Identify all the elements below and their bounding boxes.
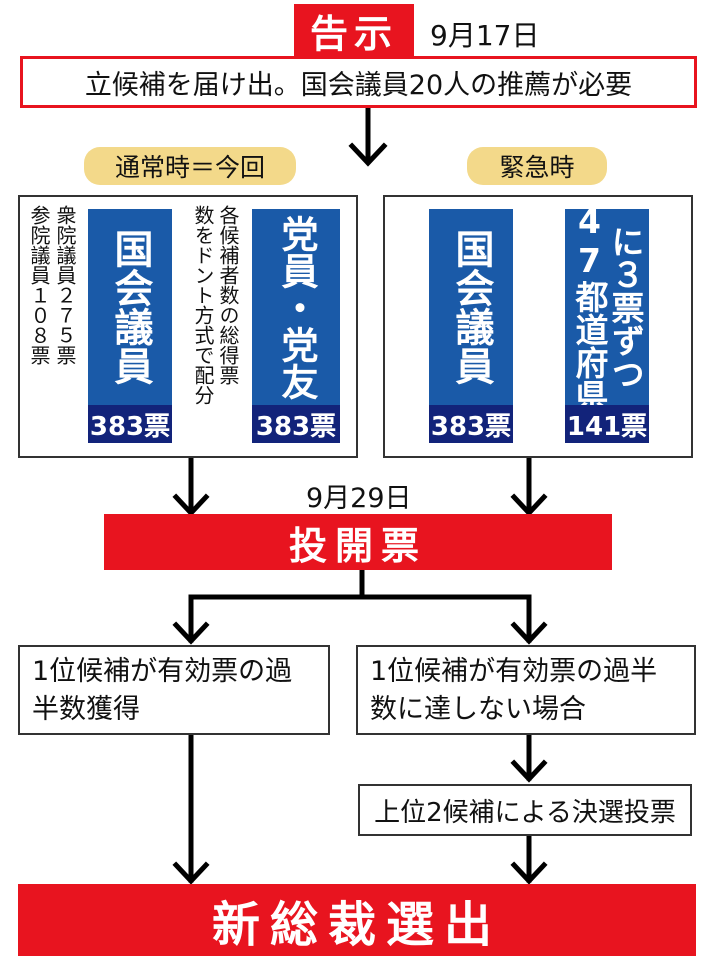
notice-date: 9月17日 <box>430 19 540 52</box>
prefecture-votes-count: 141票 <box>565 405 649 443</box>
no-majority-text: 1位候補が有効票の過半数に達しない場合 <box>370 656 658 725</box>
new-president-banner: 新総裁選出 <box>18 884 696 956</box>
emergency-diet-votes: 383票 <box>429 405 513 443</box>
emergency-mode-label: 緊急時 <box>467 147 607 185</box>
prefecture-votes-line-2: に３票ずつ <box>606 224 645 390</box>
registration-text: 立候補を届け出。国会議員20人の推薦が必要 <box>84 69 633 101</box>
party-members-block: 党員・党友 <box>252 209 340 405</box>
vote-counting-banner: 投開票 <box>104 514 612 570</box>
party-allocation-note-2: 数をドント方式で配分 <box>191 205 215 405</box>
normal-diet-members-block: 国会議員 <box>88 209 172 405</box>
no-majority-box: 1位候補が有効票の過半数に達しない場合 <box>356 645 696 735</box>
normal-diet-votes: 383票 <box>88 405 172 443</box>
registration-box: 立候補を届け出。国会議員20人の推薦が必要 <box>20 56 697 108</box>
normal-voting-box: 衆院議員２７５票 参院議員１０８票 国会議員 383票 各候補者数の総得票 数を… <box>18 195 358 458</box>
notice-label: 告示 <box>294 4 414 56</box>
emergency-voting-box: 国会議員 383票 47都道府県 に３票ずつ 141票 <box>383 195 693 458</box>
normal-mode-label: 通常時＝今回 <box>84 147 296 185</box>
vote-date: 9月29日 <box>306 483 412 514</box>
normal-diet-members-label: 国会議員 <box>108 229 153 385</box>
party-allocation-note-1: 各候補者数の総得票 <box>216 205 240 385</box>
upper-house-note: 参院議員１０８票 <box>27 205 51 365</box>
prefecture-votes-line-1: 47都道府県 <box>570 202 609 412</box>
prefecture-votes-block: 47都道府県 に３票ずつ <box>565 202 649 412</box>
party-members-label: 党員・党友 <box>275 214 318 400</box>
party-members-votes: 383票 <box>252 405 340 443</box>
emergency-diet-members-block: 国会議員 <box>429 209 513 405</box>
runoff-box: 上位2候補による決選投票 <box>358 784 692 836</box>
majority-achieved-box: 1位候補が有効票の過半数獲得 <box>18 645 330 735</box>
emergency-diet-members-label: 国会議員 <box>449 229 494 385</box>
runoff-text: 上位2候補による決選投票 <box>374 797 676 828</box>
majority-achieved-text: 1位候補が有効票の過半数獲得 <box>32 656 293 725</box>
lower-house-note: 衆院議員２７５票 <box>53 205 77 365</box>
